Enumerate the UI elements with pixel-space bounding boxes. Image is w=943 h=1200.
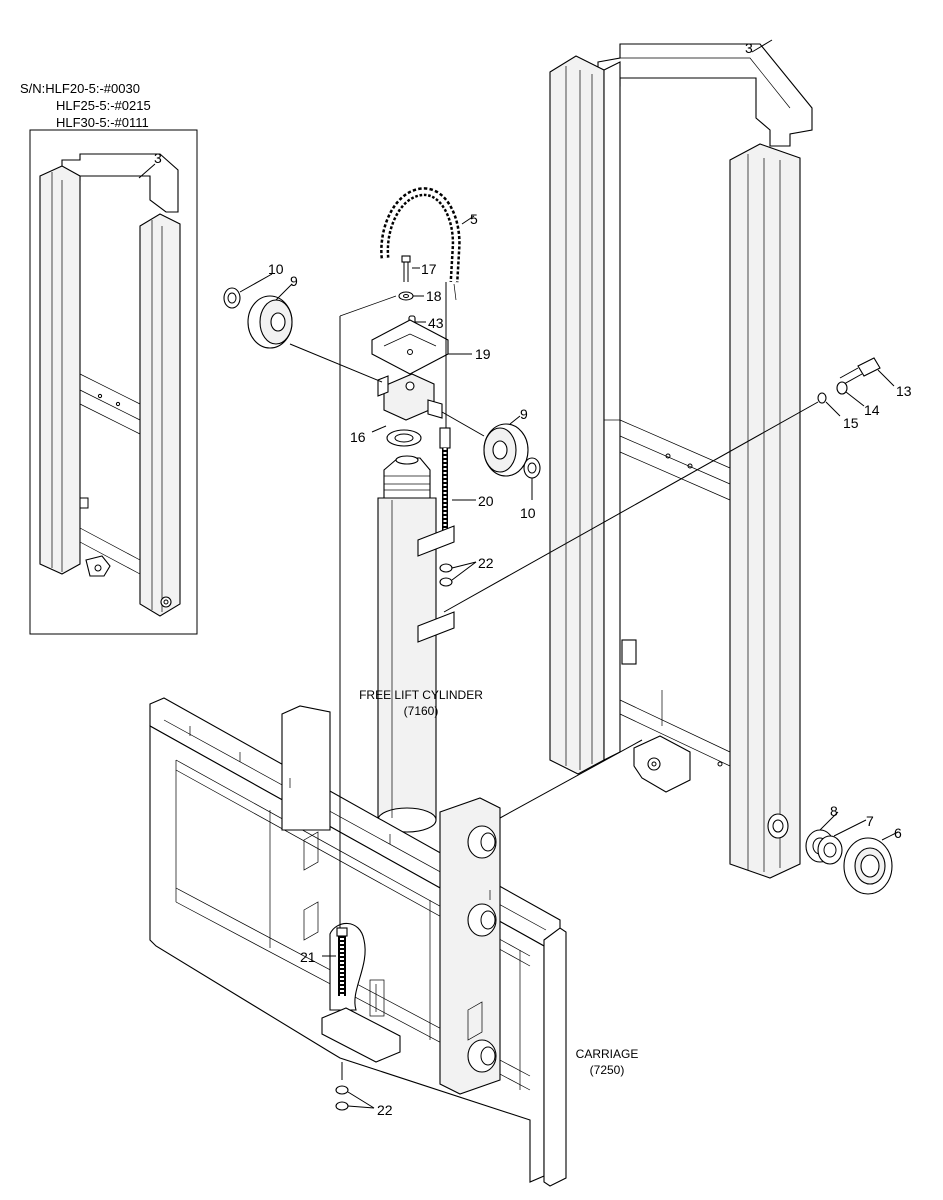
serial-line-1: S/N:HLF20-5:-#0030 bbox=[20, 81, 140, 96]
callout-22-upper: 22 bbox=[478, 555, 494, 571]
callout-17: 17 bbox=[421, 261, 437, 277]
callout-6: 6 bbox=[894, 825, 902, 841]
free-lift-cylinder-code: (7160) bbox=[404, 704, 439, 718]
bearing-assembly bbox=[805, 811, 899, 895]
chain bbox=[380, 187, 475, 283]
callout-3: 3 bbox=[745, 40, 753, 56]
washer-18 bbox=[398, 291, 424, 301]
callout-10-left: 10 bbox=[268, 261, 284, 277]
inset-callout-3: 3 bbox=[154, 150, 162, 166]
bolt-17 bbox=[401, 255, 420, 282]
callout-19: 19 bbox=[475, 346, 491, 362]
callout-15: 15 bbox=[843, 415, 859, 431]
carriage-name: CARRIAGE bbox=[576, 1047, 639, 1061]
callout-9-left: 9 bbox=[290, 273, 298, 289]
callout-18: 18 bbox=[426, 288, 442, 304]
carriage bbox=[149, 697, 567, 1187]
inset-panel bbox=[29, 129, 198, 635]
sheave-left bbox=[223, 273, 383, 383]
bolt-13 bbox=[839, 357, 895, 387]
sheave-right bbox=[441, 411, 541, 500]
adjust-rod-20 bbox=[439, 282, 476, 530]
callout-8: 8 bbox=[830, 803, 838, 819]
adjust-rod-21 bbox=[322, 316, 348, 1080]
callout-10-right: 10 bbox=[520, 505, 536, 521]
callout-5: 5 bbox=[470, 211, 478, 227]
callout-9-right: 9 bbox=[520, 406, 528, 422]
serial-note: S/N:HLF20-5:-#0030 HLF25-5:-#0215 HLF30-… bbox=[20, 80, 151, 131]
callout-43: 43 bbox=[428, 315, 444, 331]
nuts-22-upper bbox=[417, 525, 477, 643]
callout-16: 16 bbox=[350, 429, 366, 445]
chain-anchor-bracket-19 bbox=[371, 319, 472, 375]
callout-20: 20 bbox=[478, 493, 494, 509]
serial-line-2: HLF25-5:-#0215 bbox=[56, 98, 151, 113]
callout-22-lower: 22 bbox=[377, 1102, 393, 1118]
callout-21: 21 bbox=[300, 949, 316, 965]
carriage-code: (7250) bbox=[590, 1063, 625, 1077]
nuts-22-lower bbox=[335, 1085, 375, 1111]
serial-line-3: HLF30-5:-#0111 bbox=[56, 115, 149, 130]
free-lift-cylinder-name: FREE LIFT CYLINDER bbox=[359, 688, 483, 702]
washer-14 bbox=[836, 381, 865, 407]
callout-14: 14 bbox=[864, 402, 880, 418]
cylinder-head-16 bbox=[371, 373, 443, 447]
washer-15 bbox=[817, 392, 841, 417]
outer-mast bbox=[549, 39, 813, 879]
callout-13: 13 bbox=[896, 383, 912, 399]
callout-7: 7 bbox=[866, 813, 874, 829]
